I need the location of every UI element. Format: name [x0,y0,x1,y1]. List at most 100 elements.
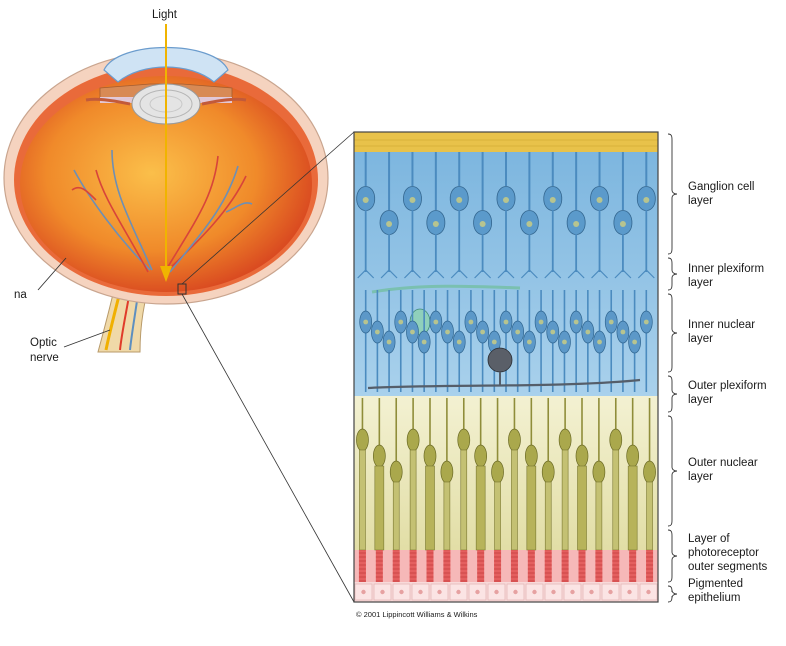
optic-nerve-label-line1: Optic [30,337,57,349]
ganglion-nucleus [573,221,579,227]
receptor-nucleus [542,461,554,483]
pigment-nucleus [456,590,460,594]
inner-nuclear-label-2: layer [688,333,713,345]
ganglion-nucleus [526,221,532,227]
bipolar-nucleus [597,340,602,345]
ganglion-nucleus [363,197,369,203]
bracket-inner-plexiform [668,258,677,290]
receptor-inner-segment [410,450,416,550]
bipolar-nucleus [574,320,579,325]
ganglion-nucleus [433,221,439,227]
pigment-nucleus [532,590,536,594]
receptor-inner-segment [426,466,435,550]
bracket-outer-plexiform [668,376,677,412]
bracket-photoreceptor-outer-segments [668,530,677,582]
receptor-inner-segment [613,450,619,550]
ganglion-label-2: layer [688,195,713,207]
retina-label: na [14,289,27,301]
ganglion-nucleus [480,221,486,227]
bipolar-nucleus [539,320,544,325]
receptor-nucleus [356,429,368,451]
bipolar-nucleus [550,330,555,335]
ganglion-nucleus [386,221,392,227]
receptor-inner-segment [562,450,568,550]
outer-nuclear-label-1: Outer nuclear [688,457,758,469]
receptor-inner-segment [647,482,653,550]
bipolar-nucleus [492,340,497,345]
outer-plexiform-label-1: Outer plexiform [688,380,767,392]
ganglion-nucleus [550,197,556,203]
receptor-inner-segment [476,466,485,550]
receptor-inner-segment [359,450,365,550]
receptor-nucleus [576,445,588,467]
photoreceptor-label-1: Layer of [688,533,730,545]
pigmented-label-2: epithelium [688,592,740,604]
receptor-nucleus [407,429,419,451]
bipolar-nucleus [527,340,532,345]
bipolar-nucleus [433,320,438,325]
pigment-nucleus [380,590,384,594]
pigment-nucleus [418,590,422,594]
pigmented-label-1: Pigmented [688,578,743,590]
bipolar-nucleus [632,340,637,345]
receptor-inner-segment [596,482,602,550]
bipolar-nucleus [375,330,380,335]
nerve-fiber-band [354,132,658,152]
receptor-nucleus [627,445,639,467]
bipolar-nucleus [644,320,649,325]
receptor-inner-segment [527,466,536,550]
bipolar-nucleus [469,320,474,325]
ganglion-nucleus [643,197,649,203]
outer-plexiform-label-2: layer [688,394,713,406]
bracket-inner-nuclear [668,294,677,372]
ganglion-nucleus [597,197,603,203]
ganglion-nucleus [620,221,626,227]
bipolar-nucleus [515,330,520,335]
receptor-nucleus [644,461,656,483]
light-label: Light [152,9,178,21]
pigment-nucleus [475,590,479,594]
bracket-outer-nuclear [668,416,677,526]
bipolar-nucleus [609,320,614,325]
bipolar-nucleus [445,330,450,335]
receptor-inner-segment [545,482,551,550]
pigment-nucleus [494,590,498,594]
bipolar-nucleus [387,340,392,345]
inner-plexiform-label-1: Inner plexiform [688,263,764,275]
bipolar-nucleus [457,340,462,345]
ganglion-nucleus [456,197,462,203]
layer-brackets [668,134,677,602]
pigment-nucleus [570,590,574,594]
inner-plexiform-label-2: layer [688,277,713,289]
bipolar-nucleus [410,330,415,335]
photoreceptor-label-2: photoreceptor [688,547,759,559]
bracket-pigmented-epithelium [668,586,677,602]
pigment-nucleus [513,590,517,594]
bracket-ganglion [668,134,677,254]
receptor-inner-segment [461,450,467,550]
receptor-nucleus [390,461,402,483]
receptor-nucleus [492,461,504,483]
bipolar-nucleus [480,330,485,335]
outer-nuclear-label-2: layer [688,471,713,483]
ganglion-nucleus [503,197,509,203]
receptor-nucleus [525,445,537,467]
bipolar-nucleus [398,320,403,325]
zoom-line-bottom [182,294,354,602]
ganglion-label-1: Ganglion cell [688,181,754,193]
optic-nerve-label-line2: nerve [30,352,59,364]
copyright-text: © 2001 Lippincott Williams & Wilkins [356,610,478,619]
receptor-nucleus [508,429,520,451]
inner-nuclear-label-1: Inner nuclear [688,319,755,331]
bipolar-nucleus [363,320,368,325]
pigment-nucleus [627,590,631,594]
receptor-nucleus [424,445,436,467]
pigment-nucleus [437,590,441,594]
pigment-nucleus [551,590,555,594]
retina-inset [354,132,658,602]
pigment-nucleus [646,590,650,594]
receptor-nucleus [559,429,571,451]
receptor-inner-segment [444,482,450,550]
horizontal-cell [488,348,512,372]
